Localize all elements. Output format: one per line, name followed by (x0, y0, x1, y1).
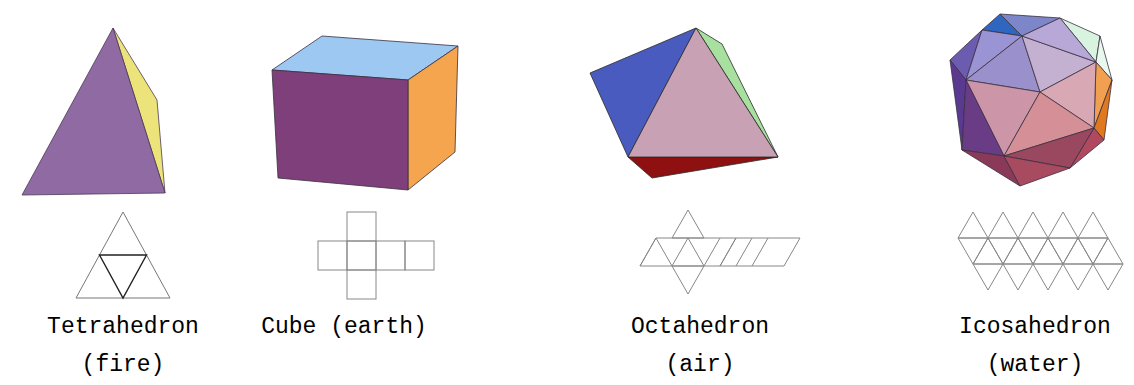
net-triangle (1078, 212, 1108, 238)
net-triangle (1093, 264, 1123, 290)
icosahedron-figure (950, 14, 1112, 186)
net-triangle (1018, 238, 1048, 264)
polyhedron-label: Octahedron (air) (610, 308, 790, 384)
net-triangle (1093, 238, 1123, 264)
net-triangle (1063, 238, 1093, 264)
net-triangle (1033, 238, 1063, 264)
icosahedron-net (958, 212, 1123, 290)
net-triangle (1033, 264, 1063, 290)
net-triangle (958, 212, 988, 238)
net-triangle (1018, 212, 1048, 238)
tetrahedron-net (76, 212, 170, 298)
net-triangle (988, 212, 1018, 238)
net-triangle (973, 238, 1003, 264)
net-triangle (1048, 238, 1078, 264)
net-triangle (1003, 238, 1033, 264)
net-triangle (1003, 264, 1033, 290)
octahedron-net (640, 210, 800, 294)
octahedron-figure (590, 28, 778, 178)
net-triangle (1063, 264, 1093, 290)
net-triangle (1048, 212, 1078, 238)
polyhedron-label: Icosahedron (water) (945, 308, 1125, 384)
cube-figure (272, 36, 458, 190)
net-triangle (988, 238, 1018, 264)
cube-net (318, 212, 434, 299)
polyhedron-label: Tetrahedron (fire) (33, 308, 213, 384)
net-triangle (973, 264, 1003, 290)
polyhedron-label: Cube (earth) (254, 308, 434, 346)
net-triangle (958, 238, 988, 264)
net-triangle (1078, 238, 1108, 264)
tetrahedron-figure (22, 28, 165, 195)
